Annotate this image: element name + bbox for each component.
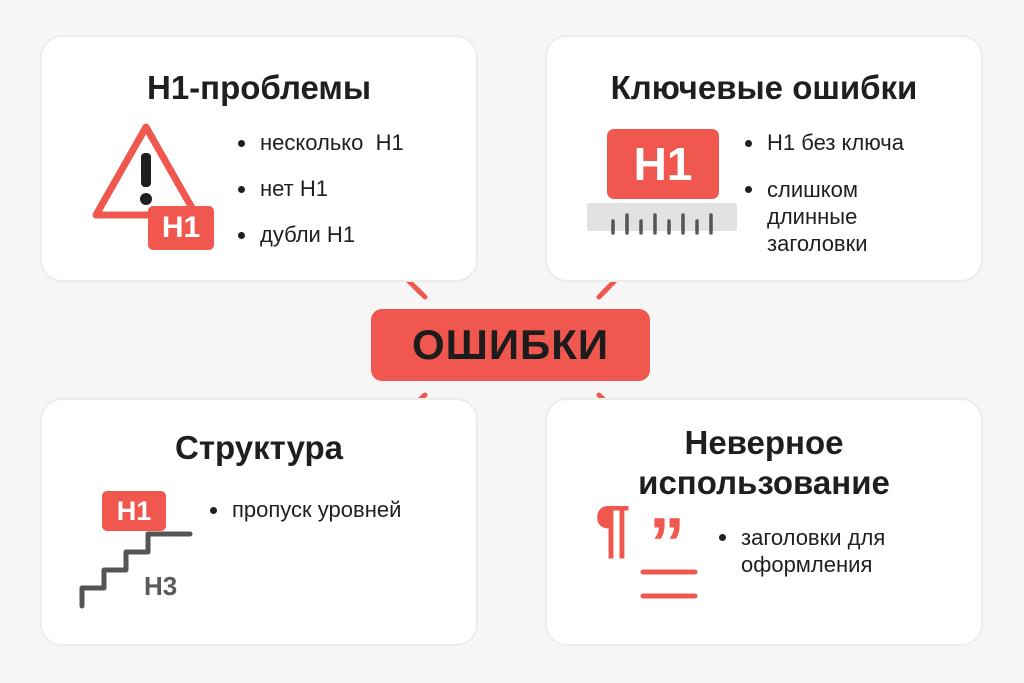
card-title: Ключевые ошибки (610, 69, 918, 106)
h1-badge: H1 (607, 129, 719, 199)
list-item: H1 без ключа (743, 130, 943, 156)
h1-badge: H1 (148, 206, 214, 250)
bullet-list: несколько H1 нет H1 дубли H1 (236, 130, 404, 248)
card-title: H1-проблемы (146, 69, 372, 106)
center-errors-badge: ОШИБКИ (371, 309, 650, 381)
card-title-line: использование (638, 464, 890, 501)
list-item: несколько H1 (236, 130, 404, 156)
card-structure: Структура H1 H3 пропуск уровней (40, 398, 478, 646)
lines-icon (640, 569, 698, 599)
h1-badge: H1 (102, 491, 166, 531)
card-title: Структура (175, 429, 343, 466)
warning-triangle-icon (92, 123, 200, 219)
h3-label: H3 (144, 571, 178, 601)
bullet-list: пропуск уровней (208, 497, 401, 523)
list-item: заголовки для оформления (717, 524, 927, 578)
card-key-errors: Ключевые ошибки H1 H1 без ключа слишком … (545, 35, 983, 282)
bullet-list: заголовки для оформления (717, 524, 927, 578)
card-h1-problems: H1-проблемы H1 несколько H1 нет H1 дубли… (40, 35, 478, 282)
card-title: Неверное использование (547, 423, 981, 503)
card-title-line: Неверное (684, 424, 844, 461)
list-item: пропуск уровней (208, 497, 401, 523)
bullet-list: H1 без ключа слишком длинные заголовки (743, 130, 943, 257)
underline-ruler-icon (587, 203, 737, 235)
quote-icon: ” (649, 504, 685, 584)
card-misuse: Неверное использование ¶ ” заголовки для… (545, 398, 983, 646)
list-item: нет H1 (236, 176, 404, 202)
staircase-icon (79, 531, 193, 609)
list-item: дубли H1 (236, 222, 404, 248)
pilcrow-icon: ¶ (595, 492, 631, 564)
list-item: слишком длинные заголовки (743, 176, 943, 257)
